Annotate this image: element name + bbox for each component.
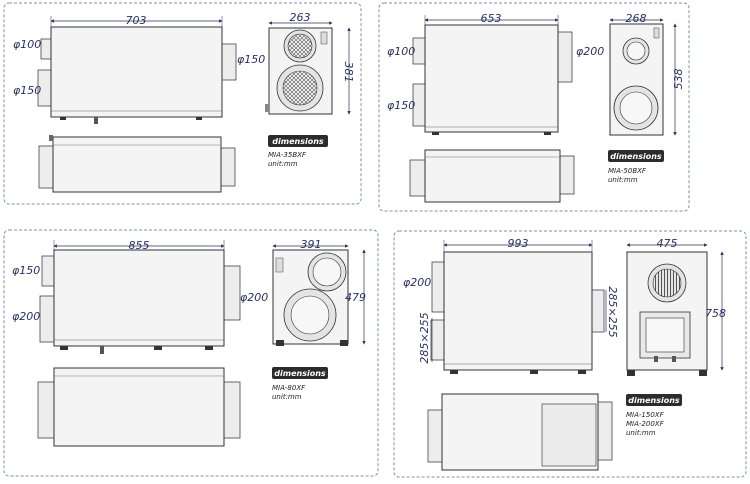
side-width-label: 475 <box>657 237 678 250</box>
model-line-1: MIA-80XF <box>272 384 306 392</box>
left-spigot-bottom <box>39 295 55 343</box>
lower-duct-grille <box>282 70 318 106</box>
front-width-label: 855 <box>129 239 150 252</box>
panel-mia-80xf: 855 φ150 φ200 φ200 391 479 dimensio <box>3 229 379 477</box>
bottom-view <box>38 135 236 193</box>
bottom-body <box>52 136 222 193</box>
model-line-1: MIA-50BXF <box>608 167 647 175</box>
bottom-right-spigot <box>559 155 575 195</box>
bottom-view <box>37 367 241 447</box>
side-width-label: 391 <box>301 238 322 251</box>
lower-duct-ring <box>619 91 653 125</box>
model-line-2: unit:mm <box>268 160 298 168</box>
phi-right-label: φ200 <box>576 45 604 58</box>
unit-body <box>443 251 593 371</box>
side-view: 268 538 <box>609 12 685 136</box>
left-spigot-top <box>41 255 55 287</box>
top-duct-grille <box>652 268 682 298</box>
left-port-label: 285×255 <box>418 312 431 363</box>
dimensions-badge-text: dimensions <box>272 137 324 146</box>
dimensions-badge-text: dimensions <box>628 396 680 405</box>
bottom-left-spigot <box>38 145 54 189</box>
bottom-right-spigot <box>220 147 236 187</box>
model-line-2: unit:mm <box>272 393 302 401</box>
front-view: 703 φ100 φ150 <box>13 14 237 124</box>
phi-left-top-label: φ150 <box>12 264 40 277</box>
side-view: 475 758 <box>626 237 726 376</box>
model-line-1: MIA-35BXF <box>268 151 307 159</box>
unit-body <box>424 24 559 133</box>
bottom-view <box>427 393 613 471</box>
panel-border <box>378 2 690 212</box>
upper-duct-grille <box>287 33 313 59</box>
dimensions-badge <box>608 150 664 162</box>
side-width-label: 263 <box>290 11 311 24</box>
bottom-left-spigot <box>427 409 443 463</box>
access-panel <box>541 403 597 467</box>
phi-left-top-label: φ100 <box>13 38 41 51</box>
front-view: 653 φ100 φ150 φ200 <box>387 12 604 135</box>
unit-body <box>53 249 225 347</box>
model-line-2: MIA-200XF <box>626 420 665 428</box>
dimensions-badge-text: dimensions <box>610 152 662 161</box>
bottom-right-spigot <box>597 401 613 461</box>
side-view: 391 479 <box>272 238 366 346</box>
right-rect-port <box>591 289 605 333</box>
model-line-2: unit:mm <box>608 176 638 184</box>
phi-left-bottom-label: φ150 <box>13 84 41 97</box>
front-width-label: 993 <box>508 237 529 250</box>
upper-duct-ring <box>626 41 646 61</box>
dimensions-badge <box>626 394 682 406</box>
model-line-3: unit:mm <box>626 429 656 437</box>
dimensions-badge <box>268 135 328 147</box>
front-view: 993 φ200 285×255 285×255 <box>403 237 619 374</box>
dimensions-badge <box>272 367 328 379</box>
side-view: 263 381 φ150 <box>237 11 355 115</box>
side-height-label: 538 <box>672 69 685 90</box>
bottom-right-spigot <box>223 381 241 439</box>
side-width-label: 268 <box>626 12 647 25</box>
model-line-1: MIA-150XF <box>626 411 665 419</box>
phi-left-bottom-label: φ150 <box>387 99 415 112</box>
dimensions-badge-text: dimensions <box>274 369 326 378</box>
bottom-view <box>409 149 575 203</box>
left-spigot <box>431 261 445 313</box>
left-spigot-top <box>40 38 52 60</box>
panel-border <box>3 2 362 205</box>
right-spigot <box>223 265 241 321</box>
phi-left-label: φ200 <box>403 276 431 289</box>
right-spigot <box>221 43 237 81</box>
front-view: 855 φ150 φ200 φ200 <box>12 239 268 354</box>
bottom-left-spigot <box>37 381 55 439</box>
upper-duct-ring <box>312 257 342 287</box>
phi-right-label: φ150 <box>237 53 265 66</box>
front-width-label: 703 <box>126 14 147 27</box>
panel-border <box>3 229 379 477</box>
panel-border <box>393 230 747 478</box>
rect-port-frame <box>645 317 685 353</box>
panel-mia-35bxf: 703 φ100 φ150 263 381 φ150 <box>3 2 362 205</box>
phi-left-bottom-label: φ200 <box>12 310 40 323</box>
panel-mia-150xf-200xf: 993 φ200 285×255 285×255 475 <box>393 230 747 478</box>
front-width-label: 653 <box>481 12 502 25</box>
right-spigot <box>557 31 573 83</box>
side-height-label: 758 <box>705 307 726 320</box>
side-height-label: 381 <box>342 62 355 83</box>
left-rect-port <box>430 319 445 361</box>
panel-mia-50bxf: 653 φ100 φ150 φ200 268 538 dimensions MI… <box>378 2 690 212</box>
phi-right-label: φ200 <box>240 291 268 304</box>
bottom-body <box>53 367 225 447</box>
side-height-label: 479 <box>345 291 366 304</box>
bottom-left-spigot <box>409 159 426 197</box>
lower-duct-ring <box>290 295 330 335</box>
right-port-label: 285×255 <box>606 286 619 337</box>
bottom-body <box>424 149 561 203</box>
unit-body <box>50 26 223 118</box>
phi-left-top-label: φ100 <box>387 45 415 58</box>
